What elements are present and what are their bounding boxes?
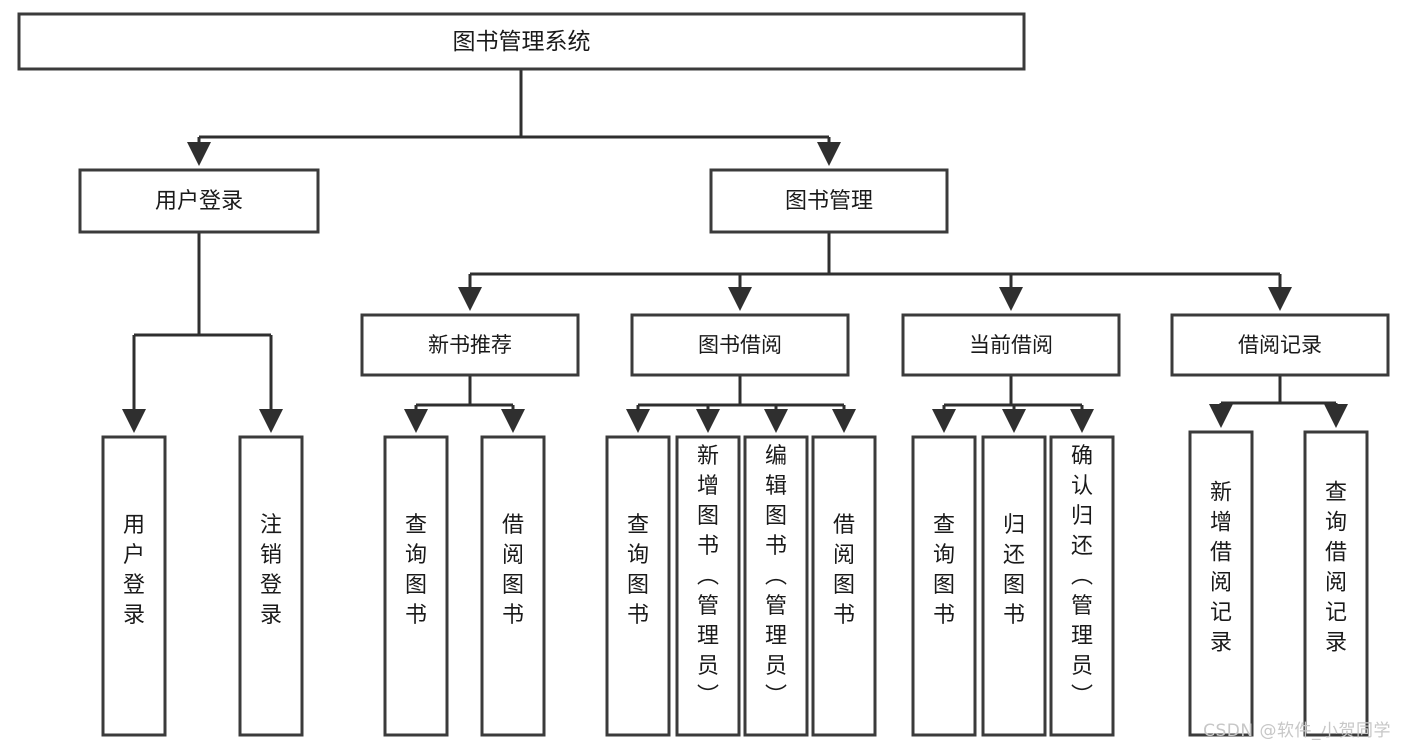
leaf-node-label: 确认归还︵管理员︶ — [1071, 444, 1093, 709]
node-borrow-record[interactable]: 借阅记录 — [1170, 313, 1390, 377]
leaf-node[interactable]: 新增图书︵管理员︶ — [675, 435, 741, 737]
leaf-node-box — [1188, 430, 1254, 737]
node-book-borrow[interactable]: 图书借阅 — [630, 313, 850, 377]
level2-layer: 新书推荐 图书借阅 当前借阅 借阅记录 — [360, 313, 1390, 377]
leaf-node[interactable]: 查询图书 — [605, 435, 671, 737]
level1-layer: 用户登录 图书管理 — [78, 168, 949, 234]
leaf-node-label: 新增图书︵管理员︶ — [697, 444, 719, 709]
node-user-login-label: 用户登录 — [155, 189, 243, 214]
node-current-borrow-label: 当前借阅 — [969, 333, 1053, 357]
leaf-node-label: 借阅图书 — [502, 513, 524, 628]
node-book-manage[interactable]: 图书管理 — [709, 168, 949, 234]
node-new-book-recommend[interactable]: 新书推荐 — [360, 313, 580, 377]
leaf-node[interactable]: 借阅图书 — [480, 435, 546, 737]
leaf-node[interactable]: 新增借阅记录 — [1188, 430, 1254, 737]
leaf-node[interactable]: 注销登录 — [238, 435, 304, 737]
leaf-node-box — [811, 435, 877, 737]
node-book-manage-label: 图书管理 — [785, 189, 873, 214]
node-current-borrow[interactable]: 当前借阅 — [901, 313, 1121, 377]
csdn-watermark: CSDN @软件_小贺同学 — [1203, 721, 1391, 741]
leaf-node-box — [743, 435, 809, 737]
leaf-node[interactable]: 归还图书 — [981, 435, 1047, 737]
leaf-node-box — [1049, 435, 1115, 737]
leaf-node-label: 注销登录 — [260, 513, 282, 628]
node-book-borrow-box — [630, 313, 850, 377]
node-book-manage-box — [709, 168, 949, 234]
leaf-node-label: 查询图书 — [405, 513, 427, 628]
node-borrow-record-label: 借阅记录 — [1238, 333, 1322, 357]
leaf-node-label: 新增借阅记录 — [1210, 481, 1232, 656]
leaf-layer: 用户登录 注销登录 查询图书 借阅图书 查询图书 新增图书︵管理员︶ 编辑图书︵管理员︶ 借阅… — [101, 430, 1369, 737]
leaf-node[interactable]: 查询借阅记录 — [1303, 430, 1369, 737]
leaf-node-label: 查询图书 — [627, 513, 649, 628]
node-book-borrow-label: 图书借阅 — [698, 333, 782, 357]
leaf-node[interactable]: 查询图书 — [383, 435, 449, 737]
node-user-login-box — [78, 168, 320, 234]
leaf-node-label: 编辑图书︵管理员︶ — [765, 444, 787, 709]
leaf-node-box — [981, 435, 1047, 737]
leaf-node[interactable]: 用户登录 — [101, 435, 167, 737]
leaf-node-box — [1303, 430, 1369, 737]
leaf-node-box — [605, 435, 671, 737]
node-user-login[interactable]: 用户登录 — [78, 168, 320, 234]
node-new-book-recommend-box — [360, 313, 580, 377]
leaf-node-box — [675, 435, 741, 737]
node-current-borrow-box — [901, 313, 1121, 377]
node-root[interactable]: 图书管理系统 — [17, 12, 1026, 71]
leaf-node[interactable]: 借阅图书 — [811, 435, 877, 737]
leaf-node[interactable]: 查询图书 — [911, 435, 977, 737]
connector-layer — [122, 69, 1348, 433]
leaf-node[interactable]: 编辑图书︵管理员︶ — [743, 435, 809, 737]
node-new-book-recommend-label: 新书推荐 — [428, 333, 512, 357]
leaf-node-label: 归还图书 — [1003, 513, 1025, 628]
node-borrow-record-box — [1170, 313, 1390, 377]
leaf-node-label: 查询借阅记录 — [1325, 481, 1347, 656]
node-root-box — [17, 12, 1026, 71]
leaf-node-box — [383, 435, 449, 737]
leaf-node-box — [238, 435, 304, 737]
leaf-node-box — [480, 435, 546, 737]
leaf-node-label: 用户登录 — [123, 513, 145, 628]
leaf-node-box — [911, 435, 977, 737]
leaf-node-box — [101, 435, 167, 737]
leaf-node[interactable]: 确认归还︵管理员︶ — [1049, 435, 1115, 737]
node-root-label: 图书管理系统 — [453, 29, 591, 55]
leaf-node-label: 查询图书 — [933, 513, 955, 628]
leaf-node-label: 借阅图书 — [833, 513, 855, 628]
